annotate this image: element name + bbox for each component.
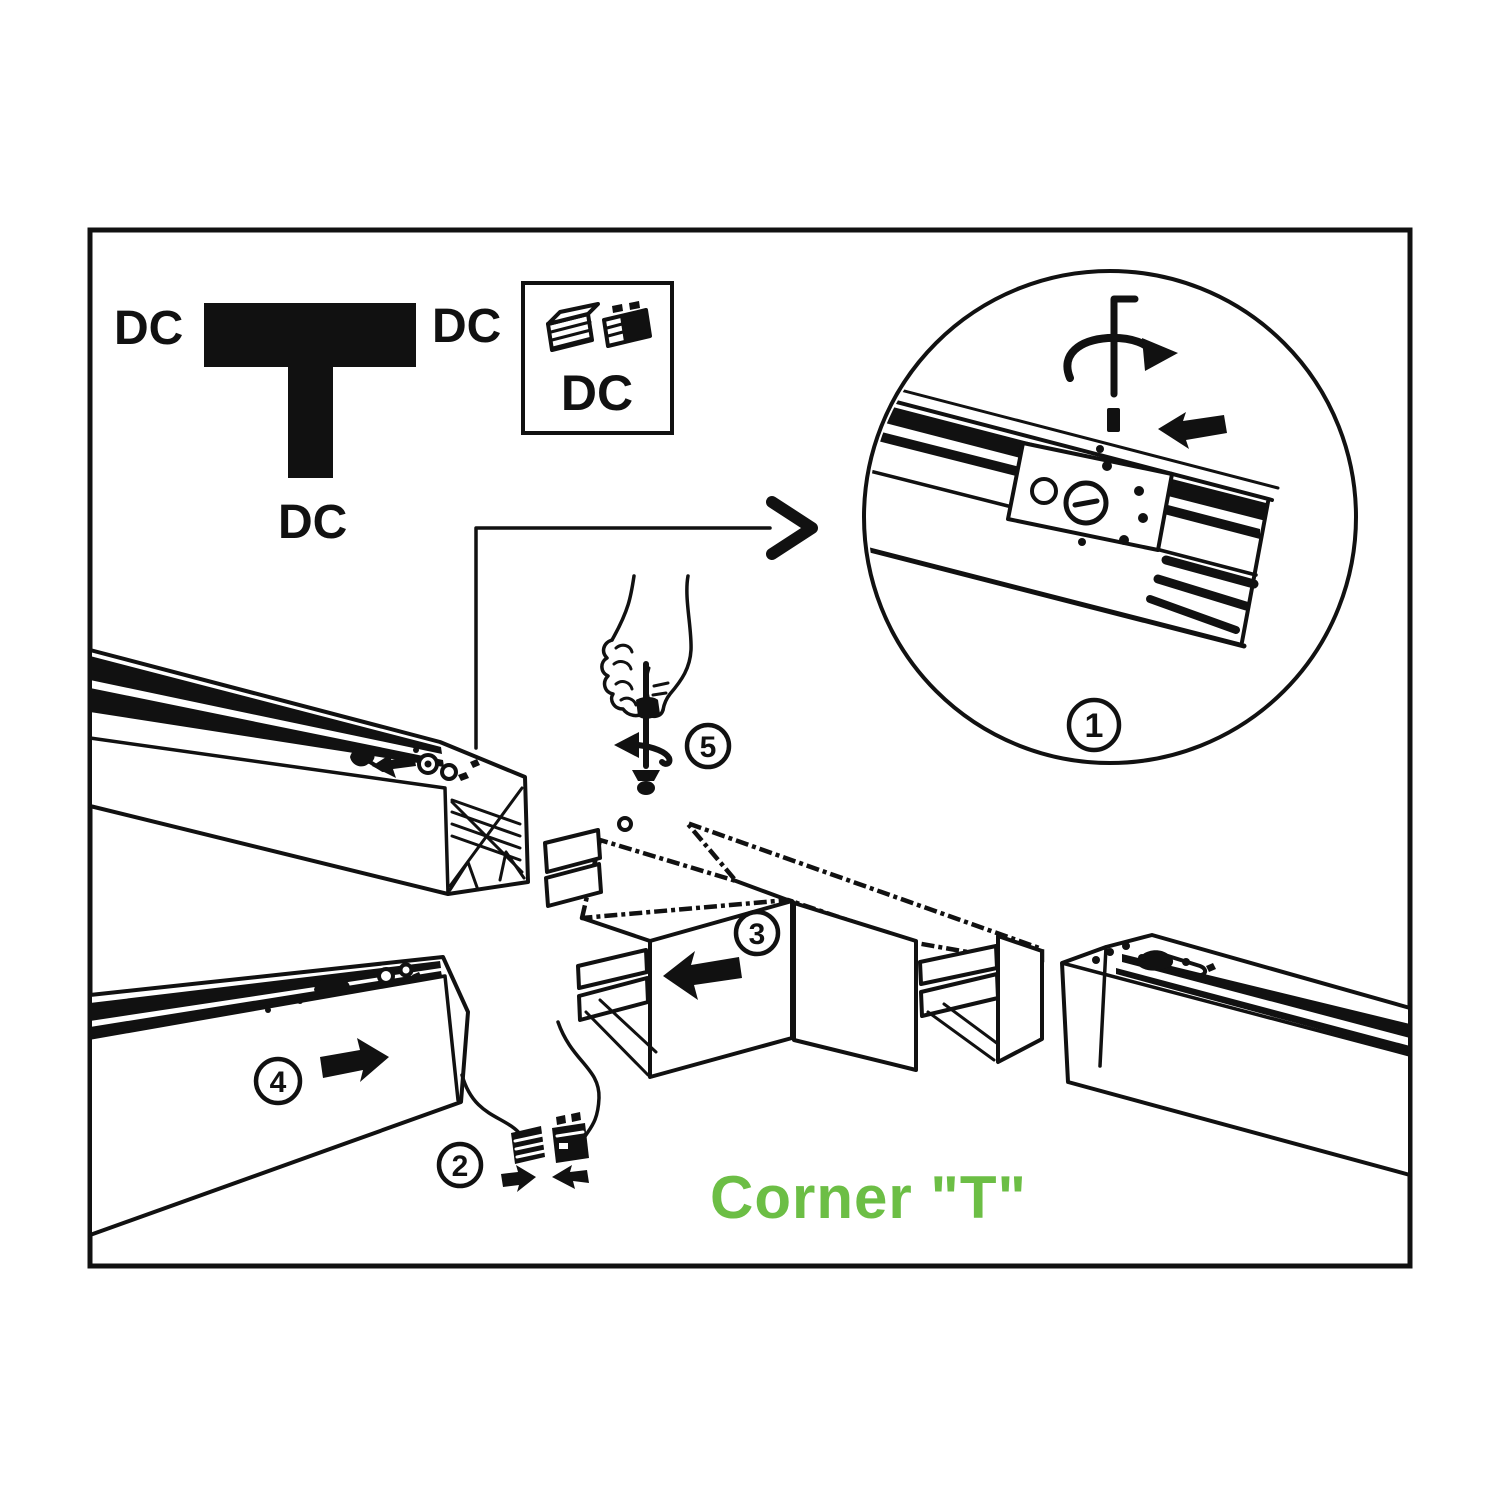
push-left-arrow-icon <box>1158 412 1227 449</box>
step-4-marker: 4 <box>253 1056 303 1106</box>
dc-box-label: DC <box>561 365 633 421</box>
push-right-arrow-icon <box>320 1038 389 1082</box>
connector-front-face-corner <box>792 901 918 1072</box>
hex-key-icon <box>1107 295 1139 432</box>
step-1-number: 1 <box>1085 707 1104 745</box>
socket-tab <box>919 972 1000 1018</box>
socket-tab <box>543 828 602 874</box>
step-3-number: 3 <box>749 918 766 951</box>
step-5-marker: 5 <box>684 722 732 770</box>
wire <box>460 1073 523 1137</box>
rotate-arrow-icon <box>614 732 673 767</box>
hand-with-driver: 5 <box>600 574 732 795</box>
wire <box>556 1020 601 1140</box>
detail-track-view <box>868 378 1280 649</box>
hand-icon <box>600 574 693 719</box>
slide-arrow-icon <box>372 752 416 778</box>
socket-tab <box>918 944 999 986</box>
push-right-arrow-icon <box>501 1165 536 1192</box>
detail-callout-leader <box>474 496 818 750</box>
legend-connector-box: DC <box>521 281 674 435</box>
mounting-clip <box>314 977 350 997</box>
socket-tab <box>544 862 603 908</box>
male-plug-icon <box>552 1112 589 1163</box>
push-left-arrow-icon <box>663 951 742 1000</box>
push-left-arrow-icon <box>552 1165 589 1189</box>
step-5-number: 5 <box>700 731 717 764</box>
dc-plug-connection: 2 <box>436 1020 601 1192</box>
socket-tab <box>576 948 649 990</box>
step-3-marker: 3 <box>733 909 781 957</box>
detail-view-circle: 1 <box>862 269 1358 765</box>
connector-box-frame <box>521 281 674 435</box>
dc-label-left: DC <box>114 302 183 355</box>
male-plug-icon <box>602 301 652 348</box>
female-plug-icon <box>511 1126 547 1164</box>
step-1-marker: 1 <box>1066 697 1122 753</box>
female-plug-icon <box>546 302 600 352</box>
track-joiner-plate <box>1006 441 1174 552</box>
track-profile-lower-left: 4 <box>88 955 470 1237</box>
page-title: Corner "T" <box>710 1164 1027 1231</box>
connector-front-face-right <box>996 934 1044 1064</box>
legend-t-silhouette: DC DC DC <box>114 300 501 549</box>
dc-label-bottom: DC <box>278 496 347 549</box>
step-2-marker: 2 <box>436 1141 484 1189</box>
track-profile-upper-left <box>88 648 530 896</box>
rotate-clockwise-arrow-icon <box>1063 333 1178 382</box>
track-profile-right <box>1060 933 1412 1177</box>
step-2-number: 2 <box>452 1150 469 1183</box>
driver-tip <box>632 770 660 795</box>
t-corner-connector: 3 <box>543 816 1045 1079</box>
t-shape-bar <box>204 303 416 367</box>
t-shape-stem <box>288 360 333 478</box>
step-4-number: 4 <box>270 1066 287 1099</box>
dc-label-right: DC <box>432 300 501 353</box>
callout-arrow-icon <box>766 496 818 560</box>
mounting-clip <box>1136 950 1174 971</box>
